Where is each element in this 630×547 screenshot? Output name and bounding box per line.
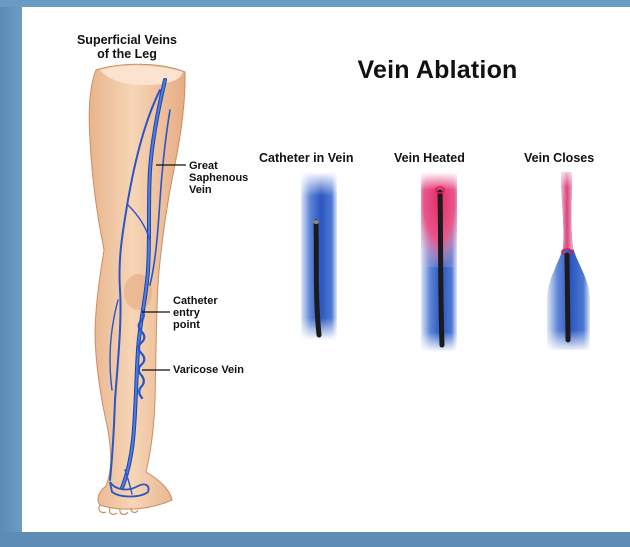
- page-title: Vein Ablation: [320, 56, 555, 85]
- callout-catheter-entry-line-2: entry: [173, 307, 218, 319]
- callout-great-saphenous-line-1: Great: [189, 160, 248, 172]
- leg-illustration: [89, 64, 185, 514]
- step-title-closes: Vein Closes: [524, 151, 594, 165]
- leg-title-line-1: Superficial Veins: [58, 33, 196, 47]
- leg-title-line-2: of the Leg: [58, 47, 196, 61]
- vein-catheter-in-vein: [301, 172, 337, 340]
- callout-catheter-entry-line-3: point: [173, 319, 218, 331]
- callout-great-saphenous-line-2: Saphenous: [189, 172, 248, 184]
- vein-heated: [421, 172, 457, 352]
- callout-varicose-line-1: Varicose Vein: [173, 364, 244, 376]
- step-title-heated: Vein Heated: [394, 151, 465, 165]
- leg-title: Superficial Veins of the Leg: [58, 33, 196, 61]
- callout-great-saphenous-line-3: Vein: [189, 184, 248, 196]
- callout-varicose-vein: Varicose Vein: [173, 364, 244, 376]
- callout-catheter-entry-point: Catheter entry point: [173, 295, 218, 331]
- callout-great-saphenous-vein: Great Saphenous Vein: [189, 160, 248, 196]
- callout-catheter-entry-line-1: Catheter: [173, 295, 218, 307]
- step-title-catheter: Catheter in Vein: [259, 151, 353, 165]
- vein-closes: [545, 165, 595, 352]
